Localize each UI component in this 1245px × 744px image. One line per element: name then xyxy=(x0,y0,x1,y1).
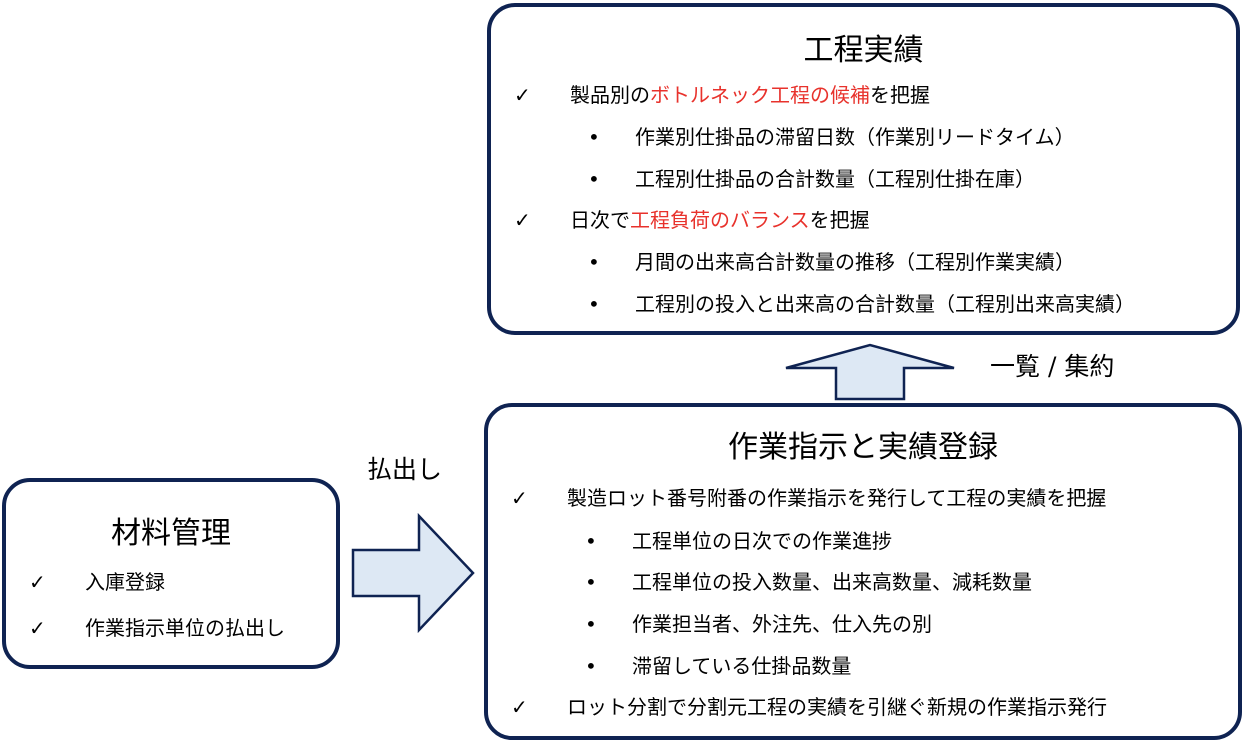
bullet-icon: • xyxy=(585,529,597,553)
bullet-icon: • xyxy=(588,167,600,191)
work-sub-1-text: 工程単位の日次での作業進捗 xyxy=(632,529,892,553)
process-sub-1-1-text: 作業別仕掛品の滞留日数（作業別リードタイム） xyxy=(635,125,1075,149)
check-icon: ✓ xyxy=(514,208,531,232)
process-results-box: 工程実績 ✓ 製品別のボトルネック工程の候補を把握 • 作業別仕掛品の滞留日数（… xyxy=(487,3,1240,335)
work-sub-4-text: 滞留している仕掛品数量 xyxy=(632,654,852,678)
check-icon: ✓ xyxy=(511,486,528,510)
bullet-icon: • xyxy=(585,570,597,594)
material-management-box: 材料管理 ✓ 入庫登録 ✓ 作業指示単位の払出し xyxy=(2,478,340,669)
work-item-2-text: ロット分割で分割元工程の実績を引継ぐ新規の作業指示発行 xyxy=(567,695,1107,719)
material-management-title: 材料管理 xyxy=(111,516,231,551)
process-item-2-post: を把握 xyxy=(809,208,870,232)
bullet-icon: • xyxy=(585,612,597,636)
process-item-1-highlight: ボトルネック工程の候補 xyxy=(650,83,870,107)
bullet-icon: • xyxy=(585,654,597,678)
process-sub-2-2-text: 工程別の投入と出来高の合計数量（工程別出来高実績） xyxy=(635,292,1135,316)
bullet-icon: • xyxy=(588,292,600,316)
process-item-2-highlight: 工程負荷のバランス xyxy=(630,208,810,232)
material-item-2-text: 作業指示単位の払出し xyxy=(85,616,285,640)
process-results-title: 工程実績 xyxy=(803,33,924,68)
check-icon: ✓ xyxy=(514,83,531,107)
process-sub-2-1-text: 月間の出来高合計数量の推移（工程別作業実績） xyxy=(635,250,1075,274)
work-item-1-text: 製造ロット番号附番の作業指示を発行して工程の実績を把握 xyxy=(567,486,1107,510)
check-icon: ✓ xyxy=(511,695,528,719)
material-item-1-text: 入庫登録 xyxy=(85,570,165,594)
work-order-box: 作業指示と実績登録 ✓ 製造ロット番号附番の作業指示を発行して工程の実績を把握 … xyxy=(484,403,1242,740)
arrow-up-icon xyxy=(785,343,955,401)
work-order-title: 作業指示と実績登録 xyxy=(728,430,998,465)
work-sub-2-text: 工程単位の投入数量、出来高数量、減耗数量 xyxy=(632,570,1032,594)
process-sub-1-2-text: 工程別仕掛品の合計数量（工程別仕掛在庫） xyxy=(635,167,1035,191)
check-icon: ✓ xyxy=(29,570,46,594)
bullet-icon: • xyxy=(588,125,600,149)
bullet-icon: • xyxy=(588,250,600,274)
process-item-2-pre: 日次で xyxy=(570,208,630,232)
arrow-right-icon xyxy=(351,512,475,634)
process-item-1-post: を把握 xyxy=(870,83,930,107)
process-item-1-pre: 製品別の xyxy=(570,83,650,107)
work-sub-3-text: 作業担当者、外注先、仕入先の別 xyxy=(632,612,932,636)
arrow-up-label: 一覧 / 集約 xyxy=(990,352,1115,381)
arrow-right-label: 払出し xyxy=(367,455,443,484)
check-icon: ✓ xyxy=(29,616,46,640)
